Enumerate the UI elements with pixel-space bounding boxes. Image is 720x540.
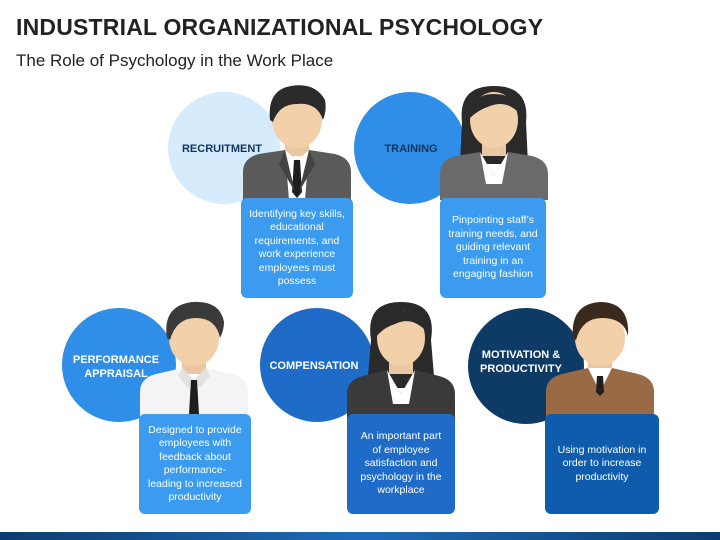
man-sweater-icon <box>546 302 654 420</box>
recruitment-label: RECRUITMENT <box>181 143 263 155</box>
motivation-productivity-description: Using motivation in order to increase pr… <box>545 414 659 514</box>
page-title: INDUSTRIAL ORGANIZATIONAL PSYCHOLOGY <box>16 14 544 40</box>
man-shirt-tie-icon <box>140 301 248 420</box>
compensation-label: COMPENSATION <box>269 360 359 372</box>
woman-blazer-icon <box>440 86 548 200</box>
performance-appraisal-label: PERFORMANCE APPRAISAL <box>72 354 160 380</box>
training-label: TRAINING <box>384 143 438 155</box>
page-subtitle: The Role of Psychology in the Work Place <box>16 51 334 70</box>
motivation-productivity-label: MOTIVATION & PRODUCTIVITY <box>480 349 562 375</box>
compensation-description: An important part of employee satisfacti… <box>347 414 455 514</box>
training-description: Pinpointing staff’s training needs, and … <box>440 198 546 298</box>
footer-accent-bar <box>0 532 720 540</box>
performance-appraisal-description: Designed to provide employees with feedb… <box>139 414 251 514</box>
woman-dark-blazer-icon <box>347 302 455 420</box>
recruitment-description: Identifying key skills, educational requ… <box>241 198 353 298</box>
man-suit-dark-tie-icon <box>243 85 351 200</box>
